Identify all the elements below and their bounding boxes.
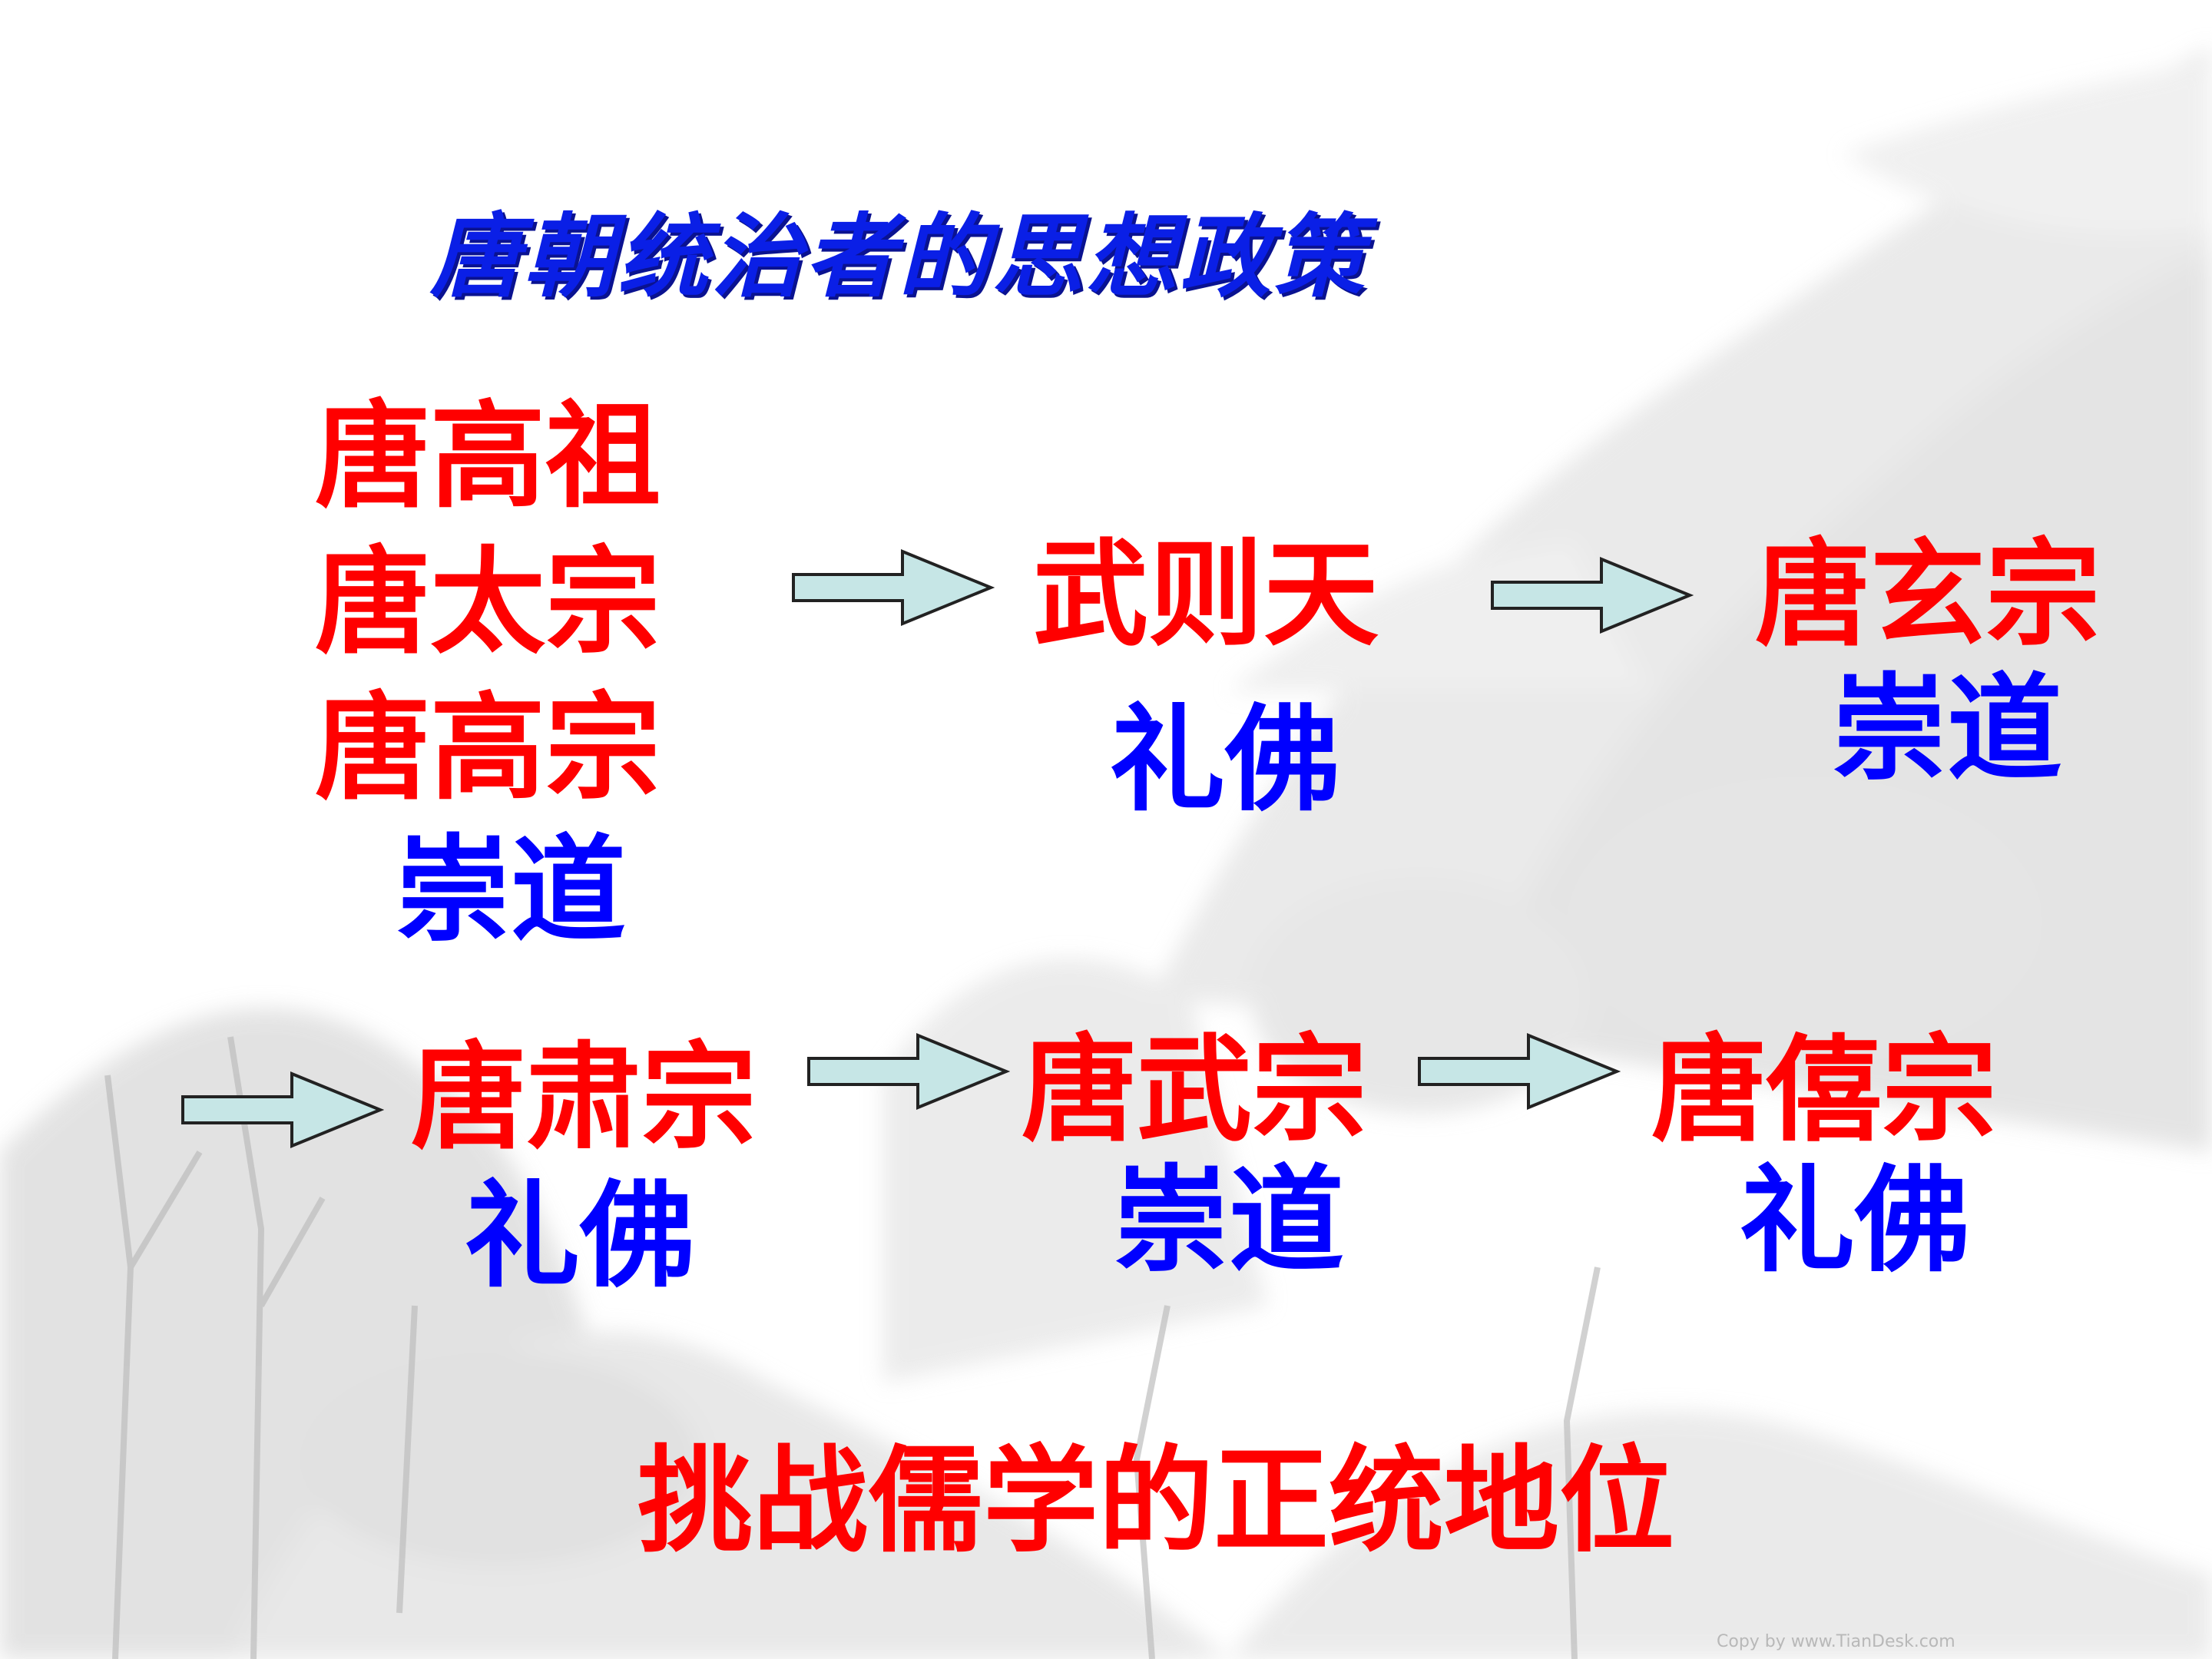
ruler-xizong: 唐僖宗 [1651, 1024, 1998, 1157]
image-credit: Copy by www.TianDesk.com [1717, 1632, 1955, 1651]
policy-group1: 崇道 [396, 824, 627, 958]
slide-title: 唐朝统治者的思想政策 [430, 204, 1368, 310]
arrow-right-icon [181, 1071, 384, 1148]
ruler-wuzetian: 武则天 [1033, 528, 1379, 662]
policy-xizong: 礼佛 [1740, 1154, 1971, 1288]
arrow-right-icon [807, 1033, 1010, 1110]
policy-suzong: 礼佛 [465, 1170, 696, 1303]
ruler-taizong: 唐太宗 [315, 536, 661, 670]
arrow-right-icon [792, 549, 995, 626]
policy-wuzong: 崇道 [1114, 1154, 1345, 1288]
ruler-gaozong: 唐高宗 [315, 682, 661, 816]
conclusion-text: 挑战儒学的正统地位 [637, 1435, 1675, 1568]
arrow-right-icon [1418, 1033, 1621, 1110]
ruler-gaozu: 唐高祖 [315, 390, 661, 524]
ruler-suzong: 唐肃宗 [411, 1031, 757, 1165]
arrow-right-icon [1491, 557, 1694, 634]
policy-wuzetian: 礼佛 [1110, 694, 1341, 827]
ruler-wuzong: 唐武宗 [1022, 1024, 1368, 1157]
policy-xuanzong: 崇道 [1832, 663, 2063, 796]
ruler-xuanzong: 唐玄宗 [1755, 528, 2101, 662]
